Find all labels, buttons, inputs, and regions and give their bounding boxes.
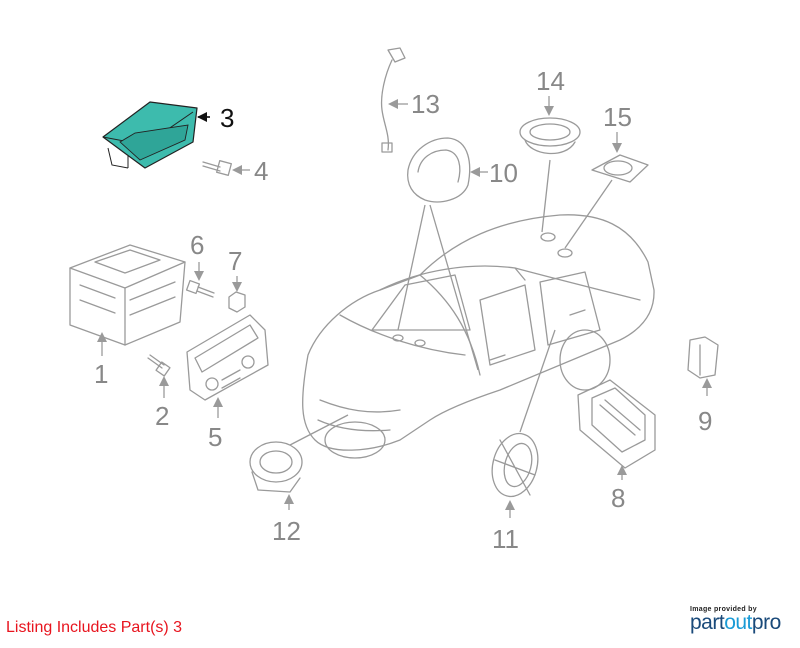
part-1-receiver[interactable] (69, 244, 186, 356)
logo-part: part (690, 611, 725, 634)
part-8-amplifier[interactable] (577, 379, 656, 480)
listing-note: Listing Includes Part(s) 3 (6, 619, 183, 636)
part-15-small-speaker[interactable] (564, 132, 649, 249)
callout-6: 6 (190, 230, 204, 260)
part-3-display-unit[interactable] (102, 101, 210, 169)
image-credit: Image provided by partoutpro (690, 606, 795, 635)
callout-2: 2 (155, 401, 169, 431)
callout-10: 10 (489, 158, 518, 188)
part-11-door-speaker[interactable] (485, 329, 556, 518)
part-7-clip[interactable] (228, 276, 246, 313)
callout-7: 7 (228, 246, 242, 276)
partoutpro-logo[interactable]: partoutpro (690, 611, 795, 635)
part-14-rear-speaker[interactable] (519, 96, 581, 233)
part-6-bolt[interactable] (185, 262, 215, 298)
logo-pro: pro (751, 611, 781, 634)
part-10-speaker[interactable] (397, 137, 488, 371)
callout-11: 11 (492, 524, 519, 554)
part-12-speaker[interactable] (249, 414, 349, 510)
callout-12: 12 (272, 516, 301, 546)
part-9-module[interactable] (687, 336, 719, 396)
callout-15: 15 (603, 102, 632, 132)
callout-4: 4 (254, 156, 268, 186)
callout-5: 5 (208, 422, 222, 452)
part-13-antenna-cable[interactable] (380, 47, 408, 153)
part-4-screw[interactable] (202, 160, 250, 176)
callout-3: 3 (220, 103, 234, 133)
callout-14: 14 (536, 66, 565, 96)
part-2-bolt[interactable] (147, 354, 171, 398)
logo-out: out (724, 611, 752, 634)
callout-9: 9 (698, 406, 712, 436)
callout-1: 1 (94, 359, 108, 389)
callout-13: 13 (411, 89, 440, 119)
part-5-control-panel[interactable] (186, 314, 269, 418)
callout-8: 8 (611, 483, 625, 513)
credit-caption: Image provided by (690, 606, 757, 613)
vehicle-outline (302, 214, 655, 459)
